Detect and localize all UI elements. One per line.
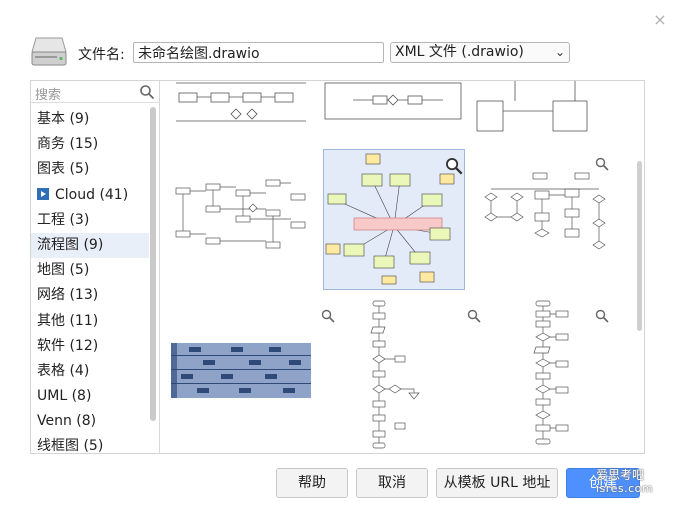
sidebar-category-item[interactable]: 线框图 (5) [31,434,149,453]
zoom-icon[interactable] [445,157,463,175]
sidebar-category-item[interactable]: 地图 (5) [31,258,149,283]
sidebar-category-item[interactable]: 软件 (12) [31,334,149,359]
sidebar-category-label: 软件 (12) [37,337,99,354]
sidebar-category-label: 图表 (5) [37,161,90,178]
sidebar-category-item[interactable]: UML (8) [31,384,149,409]
template-url-button[interactable]: 从模板 URL 地址 [436,468,558,498]
sidebar-category-label: 商务 (15) [37,136,99,153]
sidebar-category-item[interactable]: 流程图 (9) [31,232,149,259]
sidebar-category-item[interactable]: 商务 (15) [31,132,149,157]
file-type-value: XML 文件 (.drawio) [395,44,524,60]
cancel-button[interactable]: 取消 [356,468,428,498]
sidebar-category-item[interactable]: 图表 (5) [31,157,149,182]
selected-template-preview [325,153,455,285]
watermark-line1: 爱思考吧 [596,468,645,482]
search-placeholder: 搜索 [35,88,62,103]
template-thumbnail-selected[interactable] [323,149,465,290]
sidebar-category-item[interactable]: 网络 (13) [31,283,149,308]
chevron-down-icon: ⌄ [554,45,565,59]
help-button[interactable]: 帮助 [276,468,348,498]
sidebar-category-label: 流程图 (9) [37,236,104,253]
watermark: 爱思考吧 isres.com [596,468,680,508]
sidebar-category-item[interactable]: 基本 (9) [31,107,149,132]
close-button[interactable]: × [653,10,667,29]
sidebar-category-item[interactable]: Venn (8) [31,409,149,434]
template-thumbnail[interactable] [475,81,615,133]
search-input[interactable]: 搜索 [31,81,159,103]
template-thumbnail[interactable] [171,81,311,123]
hard-drive-icon [31,37,67,66]
sidebar-category-label: 其他 (11) [37,312,99,329]
sidebar-category-label: 地图 (5) [37,262,90,279]
template-thumbnail[interactable] [475,169,615,269]
grid-scrollbar[interactable] [637,161,642,331]
sidebar-category-item[interactable]: Cloud (41) [31,183,149,208]
filename-input[interactable] [133,42,384,63]
template-panel: 搜索 基本 (9) 商务 (15) 图表 (5) Cloud (41) 工程 (3) 流程… [30,80,645,454]
template-grid [161,81,644,453]
template-thumbnail[interactable] [516,299,596,449]
category-sidebar: 搜索 基本 (9) 商务 (15) 图表 (5) Cloud (41) 工程 (3) 流程… [31,81,160,453]
sidebar-category-label: 线框图 (5) [37,438,104,453]
file-type-select[interactable]: XML 文件 (.drawio) ⌄ [390,42,570,63]
sidebar-category-item[interactable]: 其他 (11) [31,309,149,334]
sidebar-category-item[interactable]: 工程 (3) [31,208,149,233]
template-thumbnail[interactable] [361,299,441,449]
sidebar-category-label: 工程 (3) [37,211,90,228]
sidebar-scrollbar[interactable] [150,107,156,421]
cloud-play-icon [37,187,49,200]
search-icon[interactable] [139,84,155,100]
create-button[interactable]: 创建 [566,468,640,498]
zoom-icon[interactable] [321,309,335,323]
category-list: 基本 (9) 商务 (15) 图表 (5) Cloud (41) 工程 (3) 流程图 (… [31,107,149,453]
sidebar-category-label: Cloud (41) [55,186,129,203]
template-thumbnail[interactable] [171,343,311,398]
zoom-icon[interactable] [595,309,609,323]
zoom-icon[interactable] [595,157,609,171]
sidebar-category-label: 表格 (4) [37,362,90,379]
sidebar-category-item[interactable]: 表格 (4) [31,359,149,384]
filename-label: 文件名: [78,47,125,63]
template-thumbnail[interactable] [323,81,463,123]
watermark-line2: isres.com [596,482,654,495]
template-thumbnail[interactable] [171,176,311,256]
sidebar-category-label: UML (8) [37,388,92,405]
zoom-icon[interactable] [467,309,481,323]
sidebar-category-label: 基本 (9) [37,111,90,127]
sidebar-category-label: 网络 (13) [37,287,99,304]
sidebar-category-label: Venn (8) [37,413,97,430]
